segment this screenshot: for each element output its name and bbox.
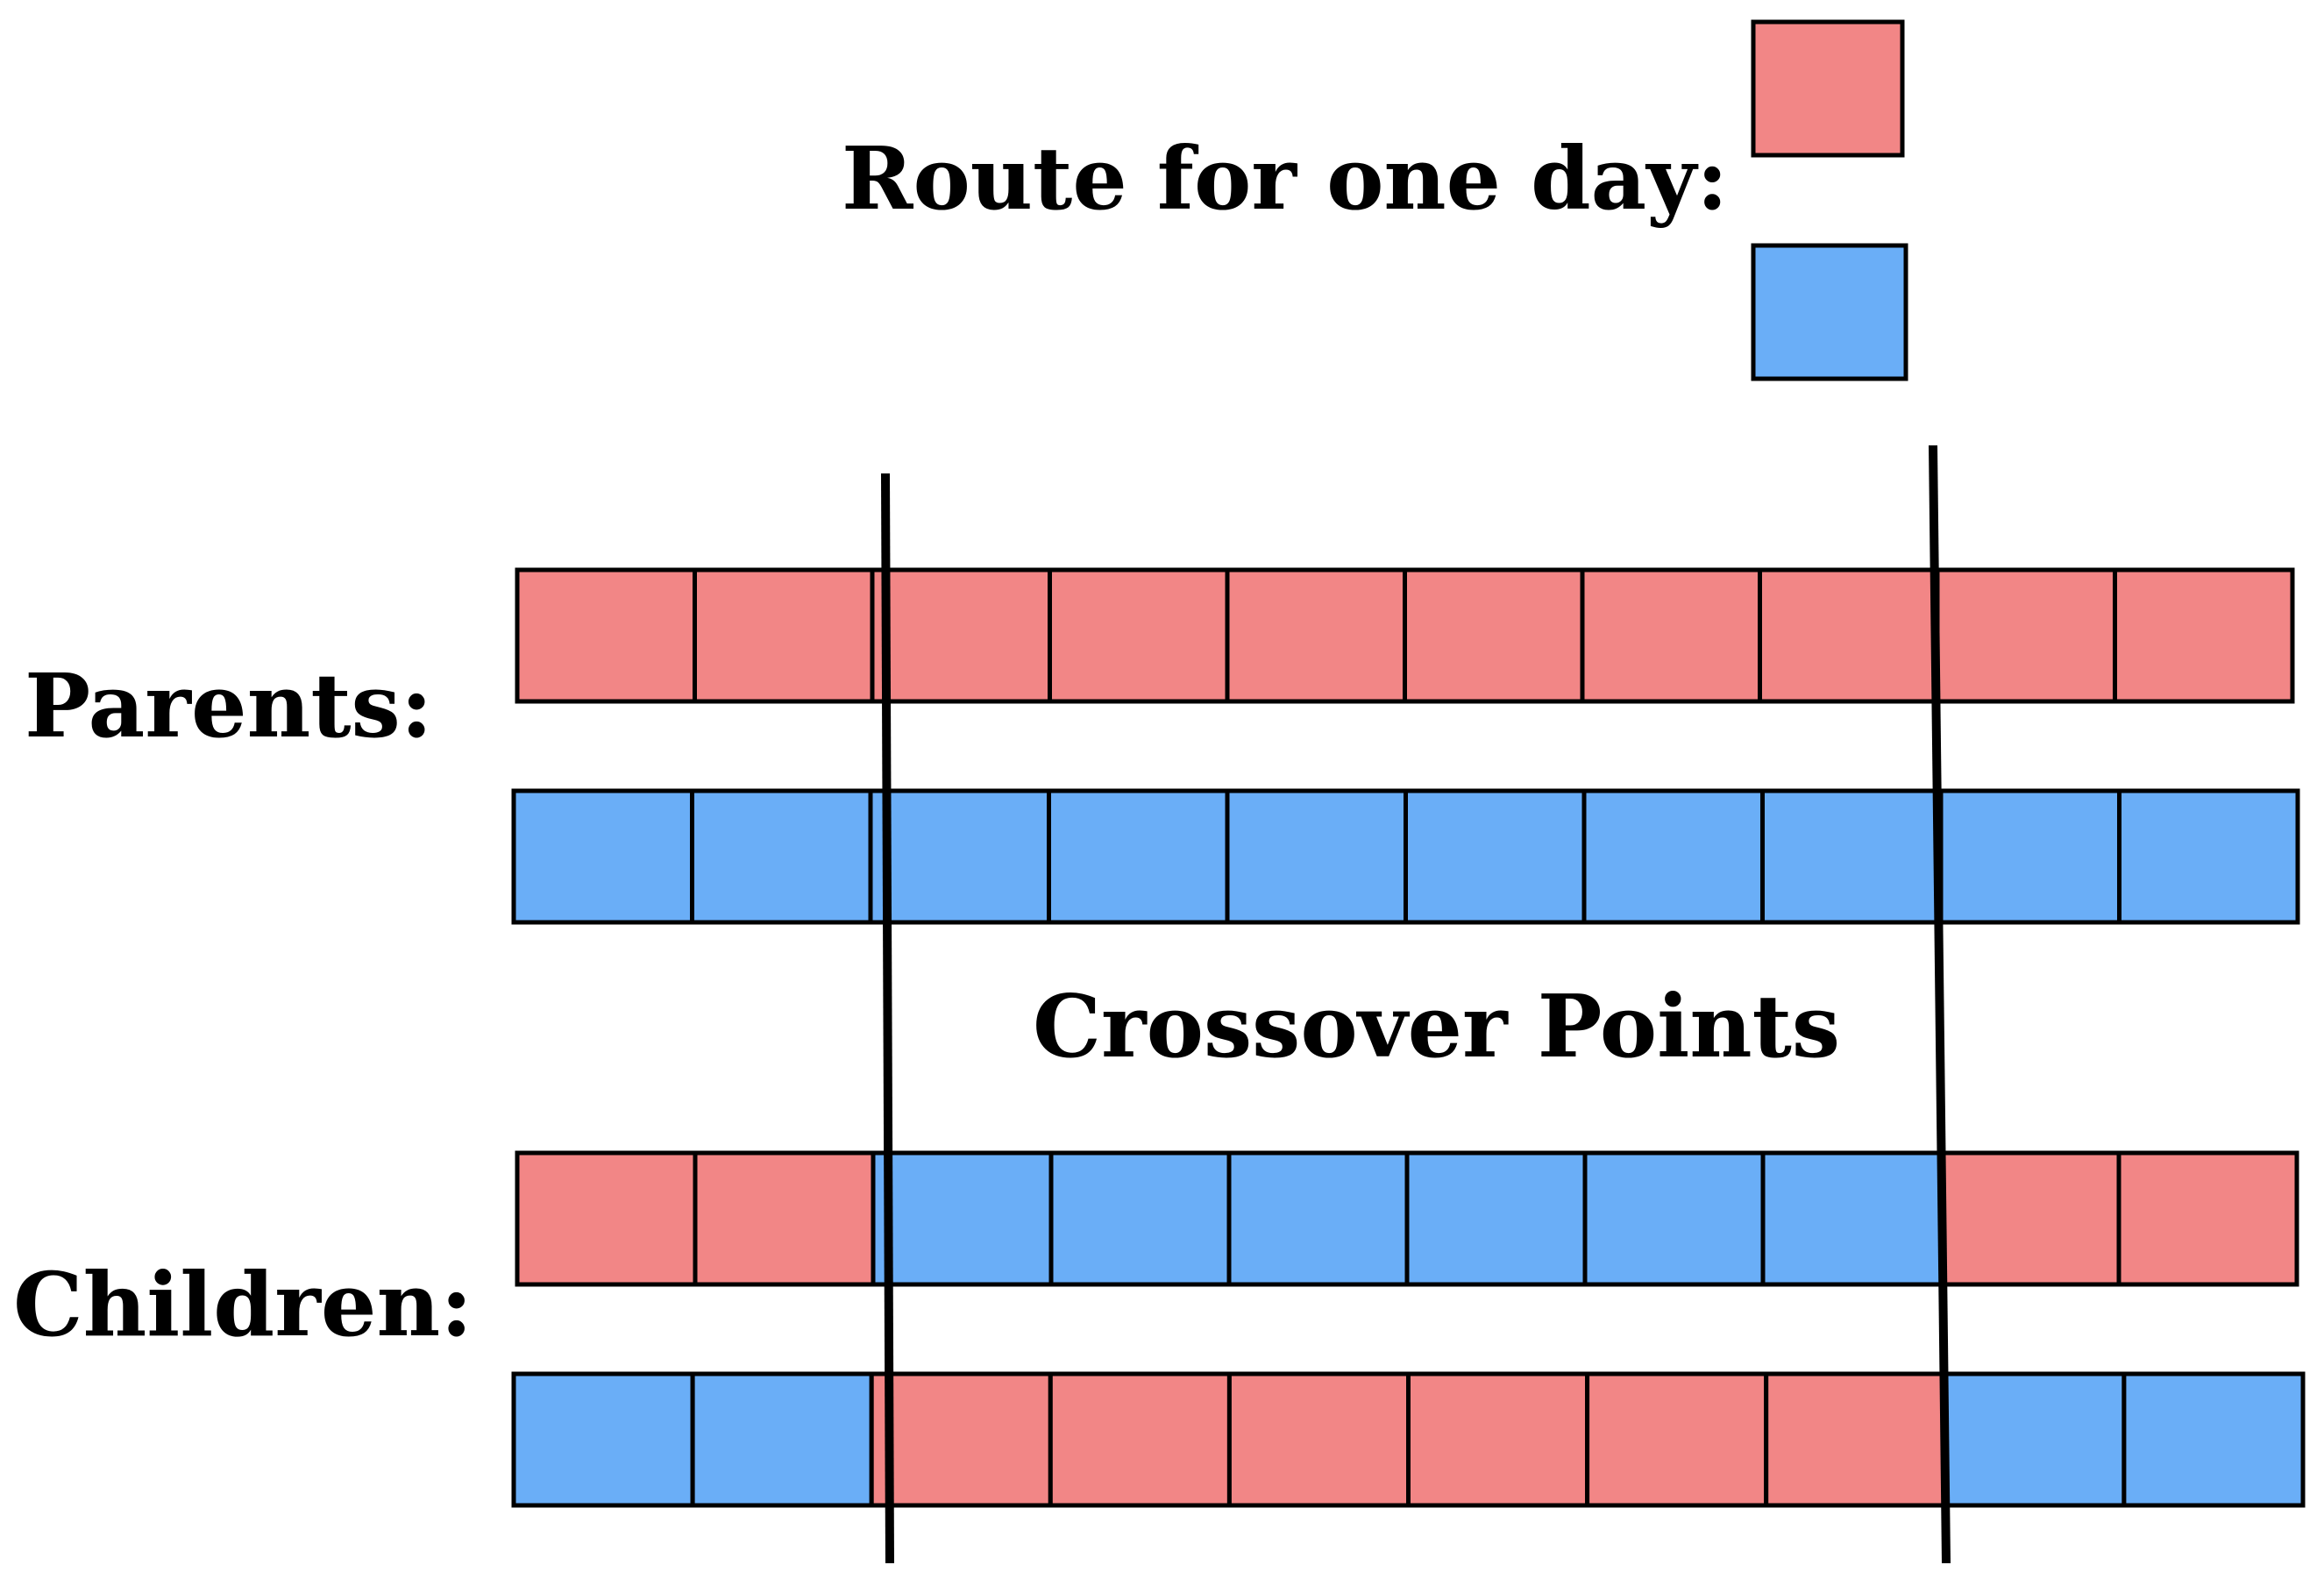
parents-label: Parents: — [25, 654, 433, 758]
parent-1-gene-3 — [870, 567, 1052, 704]
crossover-line-2 — [1929, 445, 1951, 1564]
child-2-gene-7 — [1585, 1371, 1769, 1508]
child-1-gene-8 — [1760, 1150, 1944, 1287]
legend-swatch-red — [1751, 19, 1905, 158]
child-1-gene-5 — [1226, 1150, 1410, 1287]
parent-1-gene-6 — [1403, 567, 1585, 704]
parent-2-gene-5 — [1225, 788, 1408, 925]
parent-1-gene-8 — [1758, 567, 1940, 704]
parent-2-gene-2 — [690, 788, 873, 925]
parent-1-route — [515, 567, 2295, 704]
legend-swatch-blue — [1751, 243, 1908, 381]
parent-2-route — [511, 788, 2300, 925]
child-2-gene-4 — [1048, 1371, 1232, 1508]
child-1-gene-7 — [1582, 1150, 1766, 1287]
child-1-gene-1 — [515, 1150, 698, 1287]
parent-1-gene-4 — [1048, 567, 1230, 704]
child-1-route — [515, 1150, 2299, 1287]
child-2-gene-6 — [1406, 1371, 1590, 1508]
child-2-gene-9 — [1943, 1371, 2127, 1508]
child-2-gene-3 — [869, 1371, 1053, 1508]
crossover-points-label: Crossover Points — [1033, 977, 1840, 1078]
child-2-route — [511, 1371, 2306, 1508]
parent-1-gene-5 — [1225, 567, 1407, 704]
child-1-gene-2 — [693, 1150, 876, 1287]
parent-2-gene-3 — [868, 788, 1051, 925]
parent-2-gene-10 — [2117, 788, 2300, 925]
child-2-gene-8 — [1764, 1371, 1948, 1508]
legend-label: Route for one day: — [842, 129, 1728, 230]
parent-1-gene-9 — [1935, 567, 2117, 704]
child-1-gene-9 — [1938, 1150, 2121, 1287]
parent-2-gene-8 — [1760, 788, 1944, 925]
parent-1-gene-2 — [693, 567, 875, 704]
child-2-gene-1 — [511, 1371, 695, 1508]
parent-2-gene-6 — [1404, 788, 1587, 925]
child-1-gene-6 — [1404, 1150, 1588, 1287]
crossover-line-1 — [881, 473, 894, 1564]
parent-2-gene-7 — [1581, 788, 1765, 925]
child-2-gene-5 — [1226, 1371, 1411, 1508]
parent-2-gene-1 — [511, 788, 694, 925]
parent-2-gene-9 — [1938, 788, 2121, 925]
parent-1-gene-10 — [2113, 567, 2295, 704]
parent-2-gene-4 — [1047, 788, 1230, 925]
child-2-gene-2 — [690, 1371, 874, 1508]
child-2-gene-10 — [2121, 1371, 2306, 1508]
parent-1-gene-7 — [1580, 567, 1762, 704]
child-1-gene-10 — [2116, 1150, 2299, 1287]
child-1-gene-4 — [1048, 1150, 1232, 1287]
children-label: Children: — [13, 1253, 473, 1356]
child-1-gene-3 — [871, 1150, 1054, 1287]
parent-1-gene-1 — [515, 567, 697, 704]
